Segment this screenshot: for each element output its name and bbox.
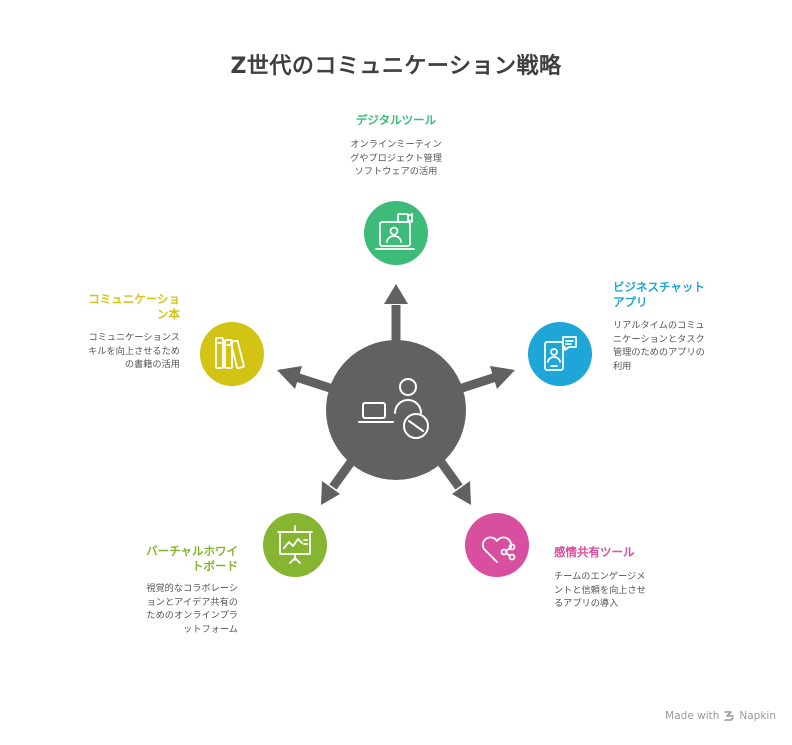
node-title-emotion: 感情共有ツール <box>554 545 635 559</box>
arrow-upper-right <box>454 366 515 395</box>
napkin-brand: Napkin <box>739 710 776 722</box>
node-title-business-chat: ビジネスチャット アプリ <box>613 280 705 309</box>
node-title-digital: デジタルツール <box>355 113 437 127</box>
napkin-logo-icon <box>724 711 735 721</box>
video-conference-icon <box>375 213 415 250</box>
node-communication-books <box>200 322 264 386</box>
center-node <box>326 340 466 480</box>
node-virtual-whiteboard <box>263 513 327 577</box>
node-desc-books: コミュニケーションス キルを向上させるため の書籍の活用 <box>88 332 180 370</box>
presentation-board-icon <box>277 525 313 564</box>
node-desc-business-chat: リアルタイムのコミュ ニケーションとタスク 管理のためのアプリの 利用 <box>613 320 705 372</box>
person-laptop-icon <box>358 378 429 439</box>
node-desc-digital: オンラインミーティン グやプロジェクト管理 ソフトウェアの活用 <box>350 139 442 177</box>
books-icon <box>215 337 245 370</box>
node-business-chat <box>528 322 592 386</box>
made-with-label: Made with <box>665 710 720 722</box>
node-emotion-sharing <box>465 513 529 577</box>
node-digital-tools <box>364 201 428 265</box>
made-with-footer[interactable]: Made with Napkin <box>665 710 776 722</box>
mobile-chat-icon <box>544 336 577 371</box>
node-desc-whiteboard: 視覚的なコラボレーシ ョンとアイデア共有の ためのオンラインプラ ットフォーム <box>146 583 238 635</box>
node-title-whiteboard: バーチャルホワイ トボード <box>146 544 238 573</box>
page-title: Z世代のコミュニケーション戦略 <box>230 54 562 79</box>
arrow-upper-left <box>277 366 338 395</box>
node-title-books: コミュニケーショ ン本 <box>88 292 180 321</box>
node-desc-emotion: チームのエンゲージメ ントと信頼を向上させ るアプリの導入 <box>554 571 646 609</box>
heart-share-icon <box>481 536 516 563</box>
arrow-up <box>384 284 408 345</box>
